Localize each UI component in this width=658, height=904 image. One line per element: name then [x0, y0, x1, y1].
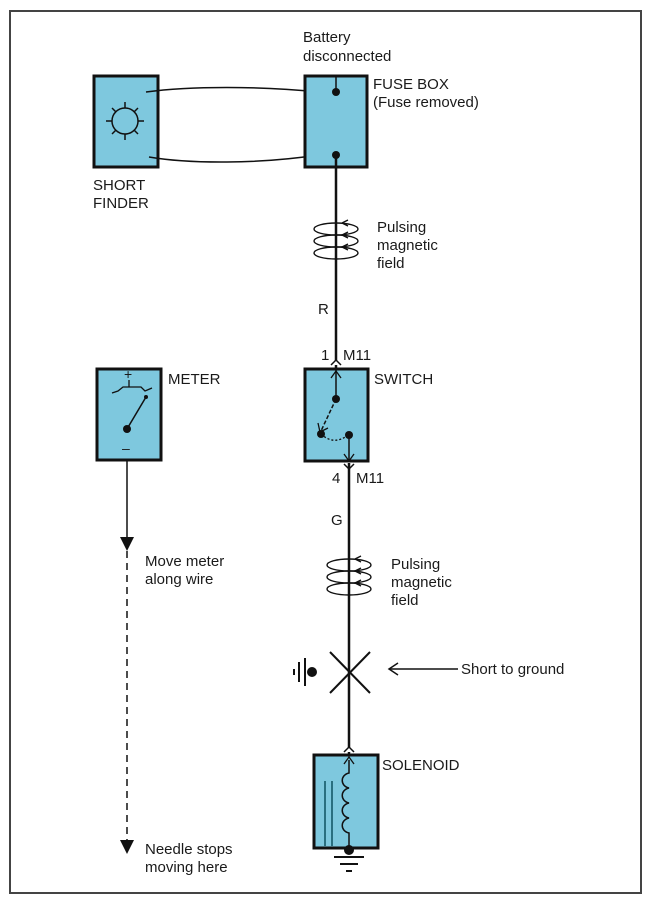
short-pointer-arrow — [387, 662, 458, 676]
fuse-box-sublabel: (Fuse removed) — [373, 94, 479, 111]
needle-stops-line2: moving here — [145, 859, 228, 876]
ground-icon-solenoid — [334, 856, 364, 872]
short-to-ground-label: Short to ground — [461, 661, 565, 678]
field-upper-line3: field — [377, 255, 405, 272]
short-finder-box — [92, 74, 160, 169]
switch-bottom-pin: 4 — [332, 470, 341, 487]
field-lower-line2: magnetic — [391, 574, 452, 591]
magnetic-field-icon-lower — [326, 555, 372, 596]
wire-color-upper: R — [318, 301, 329, 318]
coil-icon — [341, 760, 350, 847]
magnetic-field-icon-upper — [313, 219, 359, 260]
fuse-box-label: FUSE BOX — [373, 76, 449, 93]
switch-top-connector: M11 — [343, 347, 372, 364]
meter-minus: – — [122, 440, 130, 456]
meter-box — [95, 367, 163, 462]
needle-stop-arrow — [120, 840, 134, 854]
needle-stops-line1: Needle stops — [145, 841, 233, 858]
field-lower-line3: field — [391, 592, 419, 609]
fuse-box — [303, 74, 369, 169]
move-meter-line1: Move meter — [145, 553, 225, 570]
move-meter-line2: along wire — [145, 571, 214, 588]
battery-note-line2: disconnected — [303, 48, 392, 65]
lead-lower — [148, 154, 319, 163]
solenoid-label: SOLENOID — [382, 757, 460, 774]
field-upper-line2: magnetic — [377, 237, 438, 254]
switch-bottom-connector: M11 — [356, 470, 385, 487]
switch-label: SWITCH — [374, 371, 434, 388]
battery-note-line1: Battery — [303, 29, 351, 46]
meter-arrow-down — [120, 537, 134, 551]
switch-box — [303, 358, 370, 471]
field-upper-line1: Pulsing — [377, 219, 427, 236]
switch-top-pin: 1 — [321, 347, 330, 364]
short-finder-label-2: FINDER — [93, 195, 149, 212]
meter-plus: + — [124, 366, 133, 382]
solenoid-box — [312, 745, 380, 855]
short-to-ground-mark — [329, 651, 371, 694]
sun-lamp-icon — [106, 102, 144, 140]
meter-label: METER — [168, 371, 221, 388]
wire-color-lower: G — [331, 512, 343, 529]
lead-upper — [145, 86, 319, 93]
diagram-frame — [9, 10, 642, 894]
field-lower-line1: Pulsing — [391, 556, 441, 573]
ground-icon-short — [293, 658, 317, 686]
short-finder-label-1: SHORT — [93, 177, 146, 194]
